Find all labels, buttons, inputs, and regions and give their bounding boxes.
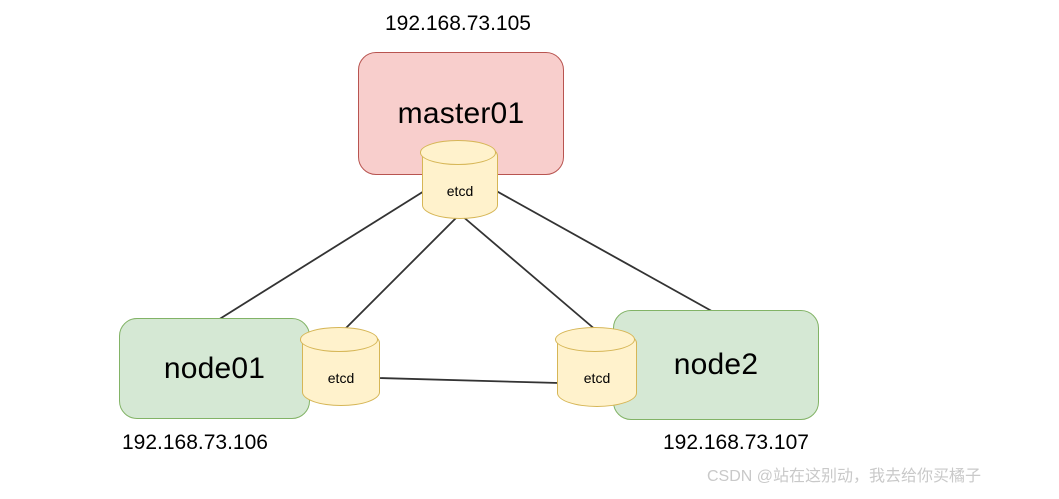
edge-master-etcd-to-node01-box [217,187,430,321]
cylinder-top-icon [555,327,636,353]
node-label-node01: node01 [163,351,266,385]
edge-master-etcd-to-node2-box [490,187,727,320]
database-cylinder-master01-etcd[interactable]: etcd [420,140,498,219]
edge-master-etcd-to-node01-etcd [342,214,460,332]
edge-node01-etcd-to-node2-etcd [377,377,560,384]
database-cylinder-node2-etcd[interactable]: etcd [555,327,637,407]
cylinder-top-icon [300,327,379,353]
database-cylinder-node01-etcd[interactable]: etcd [300,327,380,406]
node-label-node2: node2 [673,348,759,381]
ip-label-node01: 192.168.73.106 [122,431,268,454]
cylinder-top-icon [420,140,497,166]
csdn-watermark: CSDN @站在这别动，我去给你买橘子 [707,468,982,485]
edge-master-etcd-to-node2-etcd [460,214,598,332]
node-node2[interactable]: node2 [613,310,819,420]
database-label-master01-etcd: etcd [446,182,474,199]
database-label-node01-etcd: etcd [327,369,355,386]
ip-label-node2: 192.168.73.107 [663,431,809,454]
node-label-master01: master01 [397,96,525,130]
ip-label-master01: 192.168.73.105 [385,12,531,35]
database-label-node2-etcd: etcd [583,370,611,387]
node-node01[interactable]: node01 [119,318,310,419]
